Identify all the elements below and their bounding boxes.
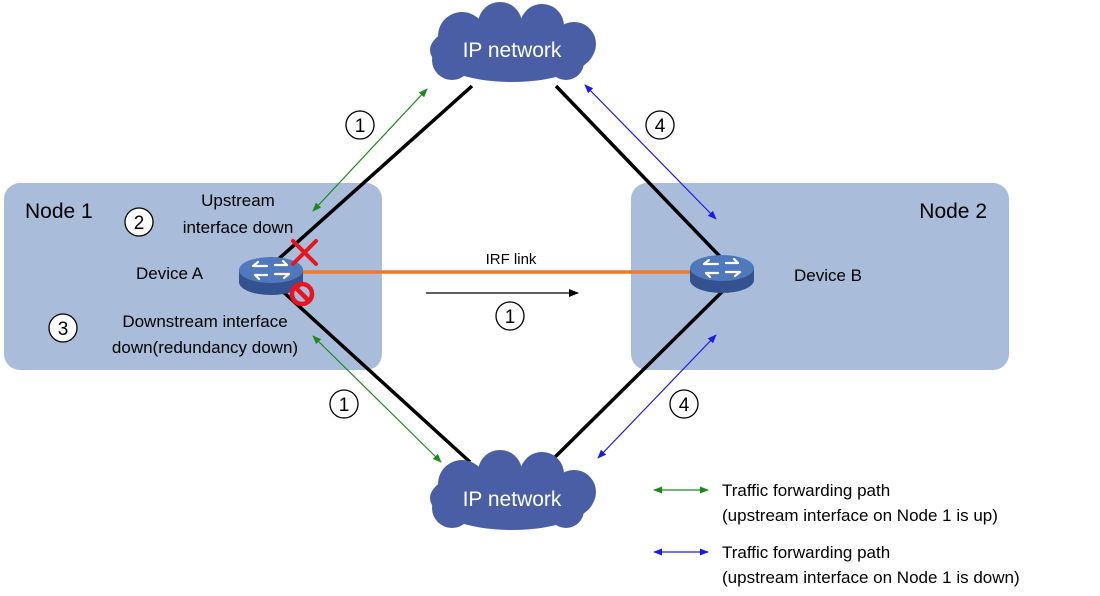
downstream-annotation-line1: Downstream interface — [122, 312, 287, 331]
svg-text:1: 1 — [505, 307, 516, 328]
svg-text:2: 2 — [134, 213, 145, 234]
legend-green-line2: (upstream interface on Node 1 is up) — [722, 506, 998, 525]
legend-blue-line2: (upstream interface on Node 1 is down) — [722, 568, 1020, 587]
svg-text:1: 1 — [339, 395, 350, 416]
device-b-label: Device B — [794, 266, 862, 285]
upstream-annotation-line1: Upstream — [201, 191, 275, 210]
step-1-irf: 1 — [495, 301, 525, 331]
green-arrow-upstream — [312, 88, 428, 212]
cloud-top-label: IP network — [463, 39, 562, 62]
node2-area — [631, 183, 1009, 370]
step-1-bottom: 1 — [329, 389, 359, 419]
node1-label: Node 1 — [25, 200, 93, 223]
legend-green-line1: Traffic forwarding path — [722, 481, 890, 500]
step-4-top: 4 — [645, 110, 675, 140]
green-arrow-downstream — [312, 335, 442, 463]
irf-link-label: IRF link — [486, 251, 537, 268]
node2-label: Node 2 — [919, 200, 987, 223]
step-4-bottom: 4 — [669, 389, 699, 419]
device-a-label: Device A — [136, 264, 204, 283]
cloud-icon — [430, 450, 596, 530]
legend-blue-line1: Traffic forwarding path — [722, 543, 890, 562]
no-entry-icon — [289, 281, 315, 307]
svg-text:3: 3 — [58, 319, 69, 340]
blue-arrow-bottom — [597, 334, 717, 459]
cloud-icon — [430, 2, 596, 82]
svg-text:1: 1 — [355, 116, 366, 137]
x-mark-icon — [291, 239, 318, 266]
step-2: 2 — [124, 207, 154, 237]
switch-icon — [239, 257, 303, 295]
svg-text:4: 4 — [679, 395, 690, 416]
step-3: 3 — [48, 313, 78, 343]
svg-text:4: 4 — [655, 116, 666, 137]
upstream-annotation-line2: interface down — [183, 218, 294, 237]
blue-arrow-top — [584, 84, 717, 220]
node1-area — [4, 183, 382, 370]
cloud-bottom-label: IP network — [463, 488, 562, 511]
downstream-annotation-line2: down(redundancy down) — [112, 338, 298, 357]
step-1-top: 1 — [345, 110, 375, 140]
switch-icon — [690, 255, 754, 293]
